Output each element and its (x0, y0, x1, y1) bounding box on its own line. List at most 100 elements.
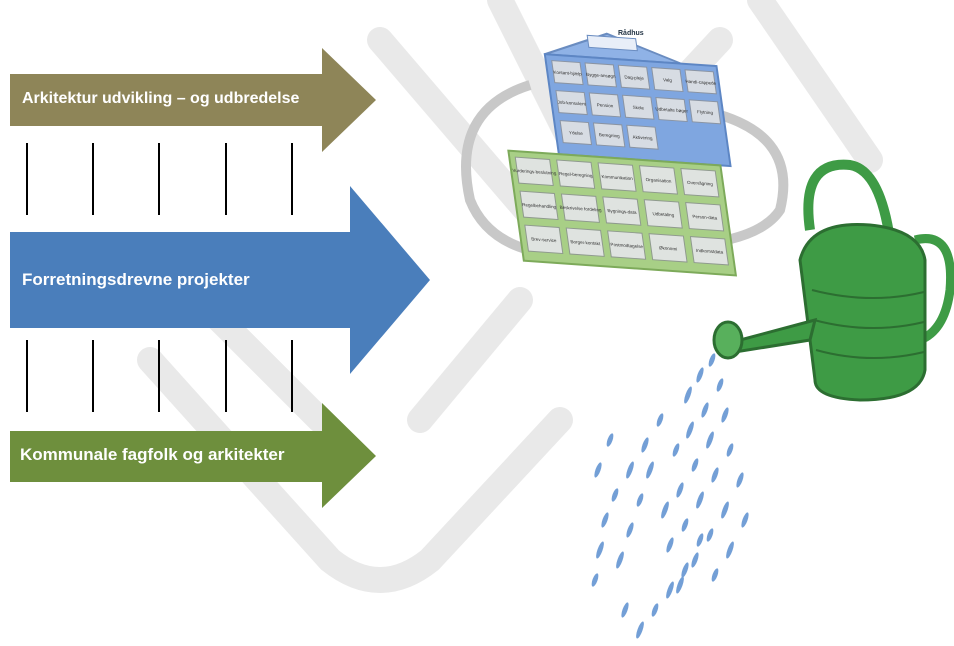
building-cell-label: Skole (632, 105, 644, 111)
water-drop (661, 501, 669, 519)
water-drop (676, 576, 684, 594)
building-cell-label: Kommunikation (601, 174, 633, 181)
water-drop (736, 472, 744, 488)
building-cell-label: Vurderings-beslutning (512, 168, 557, 176)
can-band-3 (815, 349, 925, 360)
water-drop (676, 482, 684, 498)
building-cell-label: Brev-service (531, 236, 557, 243)
building-cell (592, 122, 626, 148)
building-cell-label: Pension (596, 102, 614, 108)
building-cell-label: Dag-pleje (624, 75, 645, 81)
water-drop (621, 602, 629, 618)
building-cell-label: Job-konsulent (557, 100, 587, 107)
building-cell (688, 99, 722, 125)
tick-upper-5 (291, 143, 293, 215)
building-cell-label: Regelbehandling (522, 202, 557, 209)
can-spout (732, 317, 818, 354)
tick-upper-4 (225, 143, 227, 215)
building-cell (655, 97, 688, 123)
arrow-middle-label: Forretningsdrevne projekter (22, 270, 250, 289)
tick-upper-1 (26, 143, 28, 215)
building-cell (638, 165, 679, 195)
building-sign: Rådhus (618, 30, 644, 37)
building-cell (514, 156, 554, 187)
building-cell (651, 67, 684, 93)
building-cell-label: Bygnings-data (607, 208, 637, 215)
building-sign-plate (586, 34, 638, 52)
water-drop (666, 537, 674, 553)
tick-lower-3 (158, 340, 160, 412)
can-body (798, 222, 927, 402)
building-cell (617, 64, 651, 90)
building-cell-label: Overvågning (687, 179, 714, 187)
water-drop (721, 407, 729, 423)
water-drop (594, 462, 602, 478)
can-rose (712, 320, 744, 360)
tick-lower-4 (225, 340, 227, 412)
building-cell-label: Organisation (645, 177, 672, 184)
tick-lower-5 (291, 340, 293, 412)
tick-upper-2 (92, 143, 94, 215)
water-drop (626, 461, 634, 479)
building-cell-label: Udbetaling (652, 211, 675, 217)
water-drop (726, 443, 734, 457)
building-cell-label: Indkomstdata (696, 248, 724, 255)
building-cell-label: Bygge-ansøgn (586, 72, 617, 79)
can-side-handle (913, 234, 954, 345)
water-drop (611, 488, 619, 502)
water-drop (636, 621, 644, 639)
arrow-top-shape (10, 48, 376, 152)
water-drop (616, 551, 624, 569)
building-cell (556, 159, 596, 189)
building-cell (560, 193, 601, 223)
tick-upper-3 (158, 143, 160, 215)
cycle-arrow-left (461, 80, 561, 260)
building-cell (643, 199, 683, 229)
water-drop (691, 458, 699, 472)
building-cell-label: Regel-beregning (559, 171, 594, 178)
building-cell (621, 94, 655, 120)
building-cell (602, 196, 642, 226)
building-cell (607, 230, 647, 260)
building-cell (565, 227, 605, 257)
building-cell-label: Handi-cappede (685, 79, 717, 86)
building-cell-label: Valg (663, 77, 673, 83)
building-cell-label: Person-data (692, 214, 718, 221)
water-drop (741, 512, 749, 528)
water-drop (696, 367, 704, 383)
water-drop (684, 386, 692, 404)
can-band-2 (813, 319, 925, 330)
building-cell-label: Postmodtagelse (610, 242, 644, 249)
building-cell-label: Udbetalte bøger (655, 106, 689, 113)
water-drop (591, 573, 599, 587)
building-cell (555, 90, 588, 116)
building-cell-label: Beskrivelse fordeling (559, 205, 602, 213)
water-drop (626, 522, 634, 538)
water-drop (666, 581, 674, 599)
building-cell-label: Økonomi (659, 245, 678, 251)
building-cell-label: Ydelse (569, 130, 584, 136)
water-drop (646, 461, 654, 479)
water-drop (641, 437, 649, 453)
arrow-middle-shape (10, 186, 430, 374)
water-drop (606, 433, 614, 447)
building-cell (684, 69, 717, 95)
water-drop (686, 421, 694, 439)
water-drop (721, 501, 729, 519)
water-drop (726, 541, 734, 559)
water-drop (708, 353, 716, 367)
water-drop (706, 431, 714, 449)
water-drop (696, 491, 704, 509)
building-cell (524, 224, 564, 255)
building-cell (685, 202, 725, 232)
tick-lower-2 (92, 340, 94, 412)
water-drop (706, 528, 714, 542)
water-drop (716, 378, 724, 392)
building-cell (689, 236, 730, 266)
building-cell (680, 168, 720, 198)
building-cell-label: Kontant-hjælp (553, 70, 582, 77)
building-cell-label: Aktivering (632, 135, 653, 141)
can-handle (803, 159, 895, 241)
